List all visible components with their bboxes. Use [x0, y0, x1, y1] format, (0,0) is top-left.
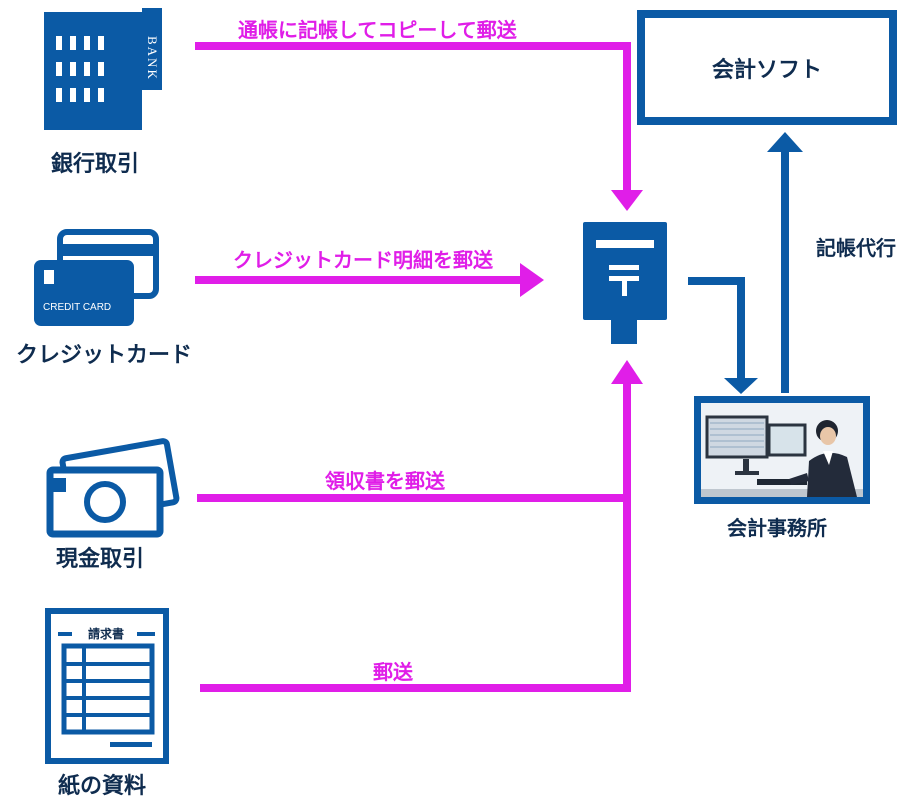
- flow-credit-arrow: [195, 263, 544, 297]
- credit-card-label: クレジットカード: [16, 343, 193, 368]
- flow-cash-label: 領収書を郵送: [325, 469, 445, 493]
- bookkeeping-label: 記帳代行: [816, 236, 896, 260]
- flow-cash-paper-arrow: [197, 360, 643, 692]
- invoice-title-text: 請求書: [88, 627, 125, 641]
- office-scene-image: [701, 403, 863, 497]
- accounting-software-box: 会計ソフト: [637, 10, 897, 125]
- mailbox-icon: [583, 222, 667, 344]
- accounting-office-label: 会計事務所: [727, 516, 827, 540]
- flow-bank-arrow: [195, 42, 643, 211]
- bank-sign-text: BANK: [145, 36, 160, 81]
- paper-label: 紙の資料: [58, 774, 147, 799]
- flow-paper-label: 郵送: [373, 660, 413, 684]
- cash-label: 現金取引: [56, 547, 145, 572]
- invoice-icon: [45, 608, 169, 764]
- flow-to-office-arrow: [688, 277, 758, 394]
- cash-icon: [46, 438, 180, 538]
- bank-label: 銀行取引: [51, 152, 140, 177]
- accounting-software-label: 会計ソフト: [711, 57, 822, 83]
- flow-to-software-arrow: [767, 132, 803, 393]
- credit-card-icon: [34, 229, 159, 326]
- flow-bank-label: 通帳に記帳してコピーして郵送: [238, 18, 517, 42]
- bank-icon: [44, 8, 162, 130]
- accounting-office-photo: [694, 396, 870, 504]
- credit-card-text: CREDIT CARD: [43, 302, 112, 313]
- flow-credit-label: クレジットカード明細を郵送: [233, 248, 493, 272]
